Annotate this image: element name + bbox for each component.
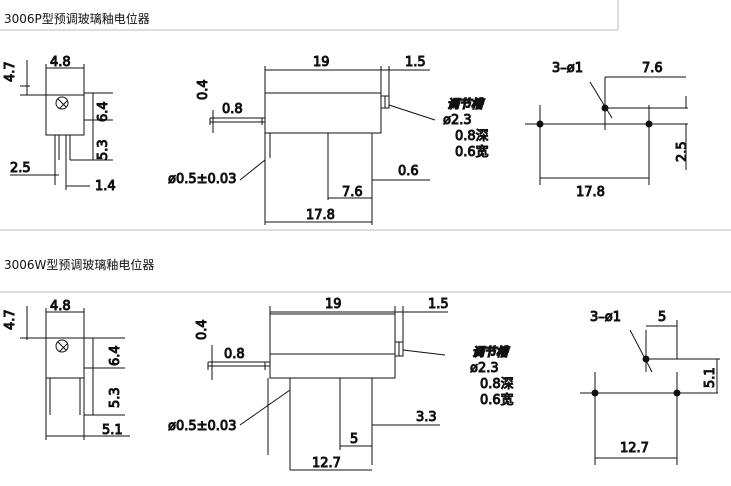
w-slot-dia: ø2.3 [470,361,499,376]
w-hole-1 [591,389,599,397]
p-layout-s1: 7.6 [642,61,663,76]
w-slot-depth: 0.8深 [480,377,514,392]
p-dim-dw: 0.8 [222,102,243,117]
w-layout-s2: 12.7 [620,441,649,456]
title-3006w: 3006W型预调玻璃釉电位器 [4,258,155,272]
w-dim-dh: 0.4 [195,319,210,340]
p-slot-depth: 0.8深 [455,129,489,144]
p-hole-2 [601,104,609,112]
w-dim-h3: 5.3 [108,387,123,408]
p-dim-total: 17.8 [306,208,335,223]
p-front-view [209,66,436,225]
w-slot-width: 0.6宽 [480,392,514,408]
p-dim-h2: 6.4 [96,101,111,122]
w-dim-w3: 5.1 [102,423,123,438]
p-dim-len: 19 [313,55,330,70]
w-layout-s3: 5.1 [703,367,718,388]
p-dim-w1: 4.8 [50,55,71,70]
w-layout-holes: 3–ø1 [590,310,621,325]
p-dim-dh: 0.4 [196,79,211,100]
p-dim-tip: 1.5 [405,55,426,70]
w-dim-h1: 4.7 [3,309,18,330]
w-dim-tip: 1.5 [428,297,449,312]
p-dim-h3: 5.3 [96,139,111,160]
w-dim-total: 12.7 [312,456,341,471]
title-3006p: 3006P型预调玻璃釉电位器 [4,12,150,26]
w-hole-3 [673,389,681,397]
w-hole-layout [580,320,720,465]
p-layout-s2: 17.8 [576,185,605,200]
p-side-view [10,60,113,190]
p-hole-3 [645,120,653,128]
w-dim-h2: 6.4 [108,345,123,366]
w-dim-pin: ø0.5±0.03 [168,419,236,434]
w-dim-p1: 5 [350,432,358,447]
p-layout-s3: 2.5 [675,141,690,162]
p-dim-p2: 0.6 [398,164,419,179]
p-slot-dia: ø2.3 [443,113,472,128]
p-dim-h1: 4.7 [3,61,18,82]
p-dim-pin: ø0.5±0.03 [168,172,236,187]
w-side-view [20,306,130,440]
p-hole-1 [536,120,544,128]
w-dim-len: 19 [325,297,342,312]
p-layout-holes: 3–ø1 [552,61,583,76]
p-dim-w2: 2.5 [10,161,31,176]
p-dim-p1: 7.6 [342,185,363,200]
w-layout-s1: 5 [658,310,666,325]
p-slot-title: 调节槽 [447,97,486,111]
w-dim-p2: 3.3 [416,410,437,425]
p-dim-w3: 1.4 [95,179,116,194]
w-dim-w1: 4.8 [50,299,71,314]
w-slot-title: 调节槽 [472,345,511,359]
frame-lines [0,0,731,293]
w-hole-2 [642,355,650,363]
w-dim-dw: 0.8 [224,347,245,362]
w-front-view [207,306,448,471]
p-slot-width: 0.6宽 [455,144,489,160]
p-hole-layout [525,76,688,185]
